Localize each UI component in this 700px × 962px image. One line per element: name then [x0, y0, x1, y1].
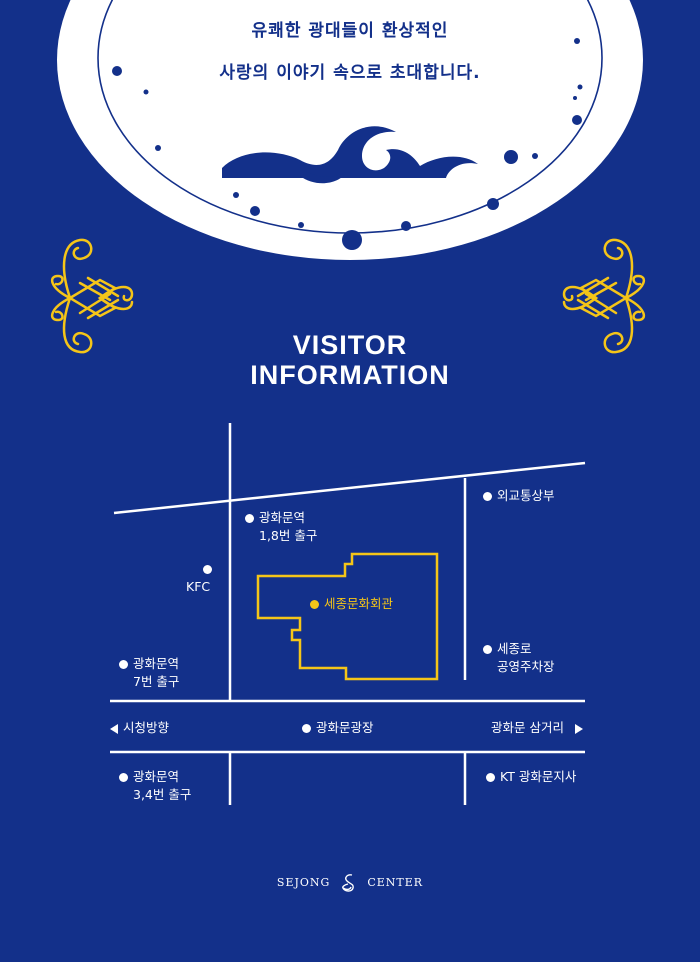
- kfc-label: KFC: [186, 579, 211, 594]
- exit-3-4-label: 광화문역 3,4번 출구: [119, 768, 191, 804]
- kt-label: KT 광화문지사: [486, 768, 576, 786]
- swan-logo-icon: [341, 874, 354, 892]
- wave-decoration: [222, 126, 478, 184]
- info-title-line-2: INFORMATION: [250, 360, 450, 390]
- arrow-right-icon: [575, 724, 583, 734]
- exit-1-8-label: 광화문역 1,8번 출구: [245, 509, 317, 545]
- city-hall-label: 시청방향: [123, 720, 170, 735]
- kfc-dot-icon: [203, 565, 212, 574]
- venue-label: 세종문화회관: [310, 595, 393, 613]
- parking-label: 세종로 공영주차장: [483, 640, 555, 676]
- plaza-label: 광화문광장: [302, 719, 374, 737]
- knot-ornament-left-icon: [50, 238, 134, 354]
- knot-ornament-right-icon: [562, 238, 646, 354]
- location-dot-icon: [302, 724, 311, 733]
- info-title-line-1: VISITOR: [292, 330, 408, 360]
- header-line-1: 유쾌한 광대들이 환상적인: [251, 21, 449, 41]
- exit-7-label: 광화문역 7번 출구: [119, 655, 179, 691]
- sejong-center-logo: SEJONG CENTER: [0, 872, 700, 894]
- location-dot-icon: [483, 492, 492, 501]
- header-line-2: 사랑의 이야기 속으로 초대합니다.: [219, 63, 481, 83]
- location-dot-icon: [119, 773, 128, 782]
- location-dot-icon: [119, 660, 128, 669]
- location-dot-icon: [483, 645, 492, 654]
- location-dot-icon: [486, 773, 495, 782]
- mofa-label: 외교통상부: [483, 487, 555, 505]
- intersection-label: 광화문 삼거리: [491, 720, 564, 735]
- decorative-oval: [57, 0, 643, 260]
- location-dot-icon: [245, 514, 254, 523]
- venue-building-outline: [256, 552, 439, 681]
- dots-decoration: [112, 38, 583, 250]
- arrow-left-icon: [110, 724, 118, 734]
- venue-dot-icon: [310, 600, 319, 609]
